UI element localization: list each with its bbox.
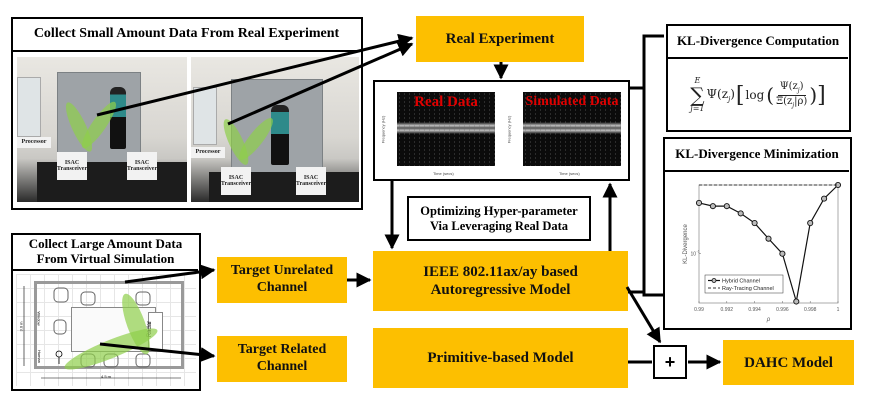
spectrogram-panel: Real Data Frequency (Hz) Time (secs) Sim… [373,80,630,181]
processor-label: Processor [17,137,51,148]
data-point [737,210,744,217]
beam-pattern-icon [65,101,117,152]
virtual-simulation-panel-title: Collect Large Amount Data From Virtual S… [13,235,198,271]
data-point [807,219,814,227]
kl-formula: E ∑ j=1 Ψ(zj) [ log ( Ψ(zj) Ξ(zj|ρ) ) ] [690,76,826,113]
arrow-autoregressive-to-sum [625,286,662,344]
block-line-2: Autoregressive Model [430,282,571,298]
data-point [695,199,703,207]
isac-transceiver-label: ISAC Transceiver [221,167,251,195]
kl-computation-panel: KL-Divergence Computation E ∑ j=1 Ψ(zj) … [666,24,851,132]
real-data-title: Real Data [414,94,478,110]
real-experiment-panel-title: Collect Small Amount Data From Real Expe… [13,19,360,52]
real-experiment-block[interactable]: Real Experiment [416,16,584,62]
width-dimension: 4.5 m [101,374,112,379]
block-line-2: Channel [256,280,308,295]
data-point [821,195,828,202]
experiment-photo-left: Processor ISAC Transceiver ISAC Transcei… [17,57,187,202]
isac-transceiver-label: ISAC Transceiver [296,167,326,195]
sum-node: + [653,345,687,379]
y-tick-exponent: -1 [697,250,700,254]
noise-texture [397,92,495,166]
x-tick-label: 0.996 [776,307,789,313]
human-icon [55,350,63,358]
legend-hybrid-marker [711,278,717,283]
kl-divergence-chart: 0.99 0.992 0.994 0.996 0.998 1 10-1 ρ KL-Diverge… [683,181,842,323]
y-axis-label: KL-Divergence [683,223,689,263]
x-tick-label: 0.994 [748,307,761,313]
real-data-xlabel: Time (secs) [433,171,454,176]
summation: E ∑ j=1 [690,76,705,113]
block-line-2: Channel [256,359,308,374]
simulated-data-ylabel: Frequency (Hz) [506,115,512,144]
block-line-1: IEEE 802.11ax/ay based [423,264,578,280]
optimizing-hyperparameter-box: Optimizing Hyper-parameter Via Leveragin… [407,196,591,241]
virtual-simulation-panel: Collect Large Amount Data From Virtual S… [11,233,201,391]
legend-ray-tracing-label: Ray-Tracing Channel [722,286,774,292]
title-line-2: From Virtual Simulation [36,251,175,266]
block-line-1: Target Unrelated [230,263,334,279]
target-unrelated-channel-block[interactable]: Target Unrelated Channel [217,257,347,303]
processor-label: Processor [191,147,225,158]
data-point [793,298,800,305]
real-data-spectrogram: Real Data [397,92,495,166]
data-point [751,219,758,227]
sum-lower-limit: j=1 [690,104,705,113]
x-tick-label: 0.99 [694,307,704,313]
noise-texture [523,92,621,166]
target-related-channel-block[interactable]: Target Related Channel [217,336,347,382]
title-line-1: Collect Large Amount Data [28,236,183,252]
optimizing-line-2: Via Leveraging Real Data [429,218,569,233]
kl-minimization-title: KL-Divergence Minimization [665,139,849,172]
data-point [709,203,716,210]
x-tick-label: 0.992 [721,307,734,313]
experiment-photo-right: Processor ISAC Transceiver ISAC Transcei… [191,57,359,202]
data-point [779,250,786,257]
real-data-ylabel: Frequency (Hz) [380,115,386,144]
x-tick-label: 1 [837,307,840,313]
psi-term: Ψ(zj) [706,86,735,104]
dahc-model-block[interactable]: DAHC Model [723,340,854,385]
isac-transceiver-label: ISAC Transceiver [57,152,87,180]
floorplan-drawing [23,286,181,379]
simulated-data-xlabel: Time (secs) [559,171,580,176]
floorplan: Radar Window Human 4.5 m 3.0 m [16,274,196,386]
x-tick-label: 0.998 [804,307,817,313]
link-spectrogram-to-kl-computation [630,34,664,90]
data-point [723,203,730,210]
isac-transceiver-label: ISAC Transceiver [127,152,157,180]
simulated-data-spectrogram: Simulated Data [523,92,621,166]
simulated-data-title: Simulated Data [525,94,619,109]
beam-pattern-icon [223,118,273,165]
primitive-based-model-block[interactable]: Primitive-based Model [373,328,628,388]
cabinet [17,77,41,137]
link-kl-minimization-to-autoregressive [628,290,663,297]
optimizing-line-1: Optimizing Hyper-parameter [420,204,578,219]
autoregressive-model-block[interactable]: IEEE 802.11ax/ay based Autoregressive Mo… [373,251,628,311]
legend-box [704,274,784,294]
fraction: Ψ(zj) Ξ(zj|ρ) [776,80,808,109]
y-tick-label: 10 [690,252,696,258]
real-experiment-panel: Collect Small Amount Data From Real Expe… [11,17,363,210]
legend-hybrid-label: Hybrid Channel [722,279,760,285]
data-point [765,235,772,242]
log-term: log [745,88,765,102]
sum-upper-limit: E [694,76,701,85]
x-axis-label: ρ [766,317,771,323]
block-line-1: Target Related [237,342,327,358]
kl-computation-title: KL-Divergence Computation [668,26,848,59]
